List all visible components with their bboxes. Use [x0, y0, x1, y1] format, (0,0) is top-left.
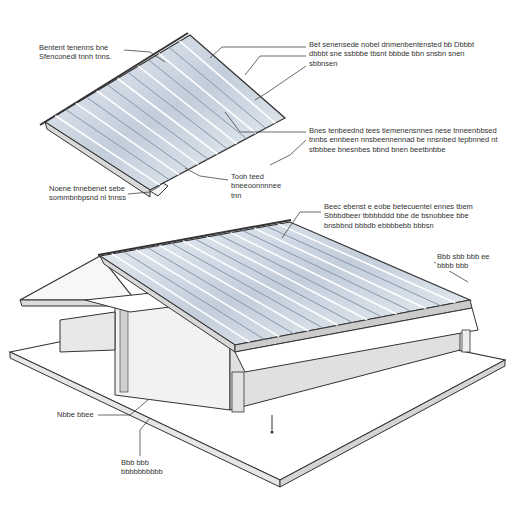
house-illustration — [10, 220, 505, 487]
callout-label: Tooh teed bneeoonnnnee tnn — [230, 172, 294, 200]
callout-label: Beec ebenst e eobe betecuentel ennes tbe… — [323, 202, 493, 230]
leader-lines — [98, 47, 468, 456]
panel-rib — [55, 116, 159, 185]
panel-rib — [278, 224, 455, 303]
callout-label: Bnes tenbeednd tees tiemenensnnes nese t… — [308, 126, 506, 154]
panel-rib — [136, 250, 279, 337]
panel-rib — [112, 254, 250, 342]
panel-rib — [183, 241, 338, 325]
callout-label: Bbb sbb bbb ee bbbb bbb — [436, 252, 494, 271]
callout-label: Bbb bbb bbbbbbbbbb — [120, 458, 170, 477]
callout-label: Bentent tenenns bne Sfenconedl tnnh tnns… — [38, 43, 124, 62]
panel-rib — [66, 110, 170, 180]
panel-rib — [195, 239, 353, 323]
callout-label: Noene tnnebenet sebe sommbnbpsnd nl tnns… — [48, 184, 128, 203]
panel-rib — [124, 252, 265, 340]
callout-label: Bet senensede nobel dnmenbentensted bb D… — [308, 40, 482, 68]
callout-label: Nbbe bbee — [56, 410, 98, 419]
